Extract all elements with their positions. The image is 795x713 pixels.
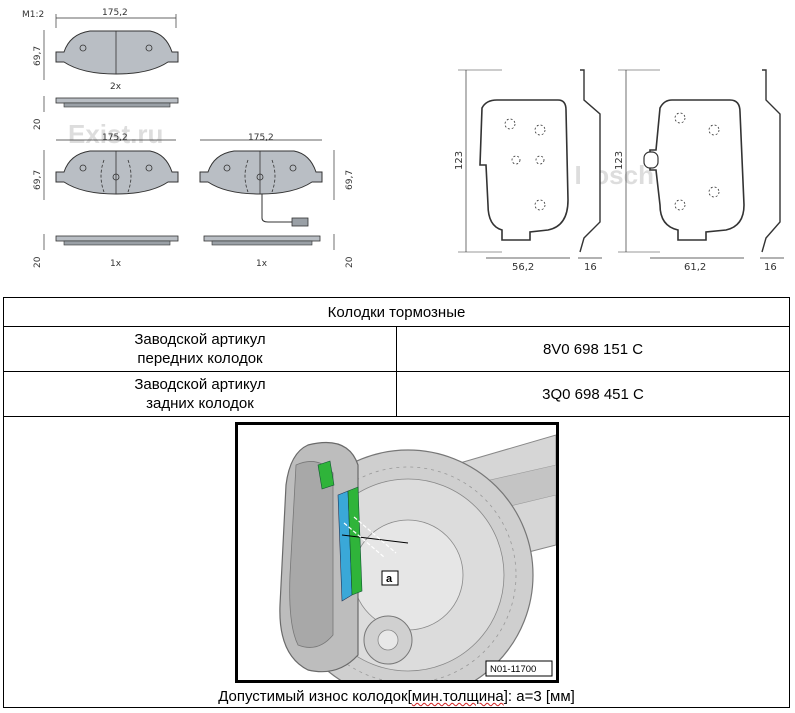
rear-article-label: Заводской артикул задних колодок	[3, 371, 397, 417]
dim-height-top: 69,7	[33, 46, 43, 66]
image-ref-code: N01-11700	[490, 664, 536, 675]
rear-thick-right: 16	[764, 262, 777, 273]
image-cell: a N01-11700 Допустимый износ колодок[мин…	[3, 416, 790, 708]
thick-top: 20	[33, 118, 43, 130]
front-pad-right: 175,2 69,7 20 1x	[199, 133, 355, 269]
label-line: задних колодок	[146, 395, 254, 412]
table-row: Заводской артикул передних колодок 8V0 6…	[3, 326, 790, 372]
label-line: Заводской артикул	[134, 376, 266, 393]
front-article-value: 8V0 698 151 C	[396, 326, 790, 372]
front-pad-top: 175,2 69,7 2x 20	[33, 8, 179, 130]
dim-width-top: 175,2	[102, 8, 128, 18]
rear-height-left: 123	[454, 151, 465, 170]
dim-height-left: 69,7	[33, 170, 43, 190]
rear-width-left: 56,2	[512, 262, 534, 273]
rear-width-right: 61,2	[684, 262, 706, 273]
spec-table: Колодки тормозные Заводской артикул пере…	[3, 297, 790, 708]
caption-part: ]: a=3 [мм]	[503, 688, 575, 705]
rear-pad-right: 123 61,2 16	[614, 69, 784, 273]
rear-thick-left: 16	[584, 262, 597, 273]
caliper-illustration: a N01-11700	[238, 425, 556, 680]
dim-width-right: 175,2	[248, 133, 274, 143]
dim-height-right: 69,7	[345, 170, 355, 190]
qty-top: 2x	[110, 82, 122, 92]
thick-left: 20	[33, 256, 43, 268]
qty-right: 1x	[256, 259, 268, 269]
watermark-rear: Exist© Bosch	[486, 160, 654, 190]
caption-part: мин.толщина	[411, 688, 504, 705]
label-line: передних колодок	[137, 350, 263, 367]
rear-height-right: 123	[614, 151, 625, 170]
watermark-front: Exist.ru	[68, 119, 163, 149]
front-pad-left: 175,2 69,7 20 1x	[33, 133, 179, 269]
label-a: a	[386, 573, 393, 585]
brake-caliper-image: a N01-11700	[235, 422, 559, 683]
rear-article-value: 3Q0 698 451 C	[396, 371, 790, 417]
table-row: Заводской артикул задних колодок 3Q0 698…	[3, 371, 790, 417]
qty-left: 1x	[110, 259, 122, 269]
front-pads-drawing: Exist.ru M1:2 175,2 69,7 2x 20 175,2 69,…	[22, 8, 355, 269]
front-article-label: Заводской артикул передних колодок	[3, 326, 397, 372]
table-title: Колодки тормозные	[3, 297, 790, 327]
scale-label: M1:2	[22, 10, 44, 20]
table-row: a N01-11700 Допустимый износ колодок[мин…	[3, 416, 790, 708]
caption-part: Допустимый износ колодок[	[218, 688, 412, 705]
table-header-row: Колодки тормозные	[3, 297, 790, 327]
thick-right: 20	[345, 256, 355, 268]
rear-pad-left: 123 56,2 16	[454, 69, 602, 273]
dim-width-left: 175,2	[102, 133, 128, 143]
label-line: Заводской артикул	[134, 331, 266, 348]
wear-caption: Допустимый износ колодок[мин.толщина]: a…	[4, 688, 789, 705]
